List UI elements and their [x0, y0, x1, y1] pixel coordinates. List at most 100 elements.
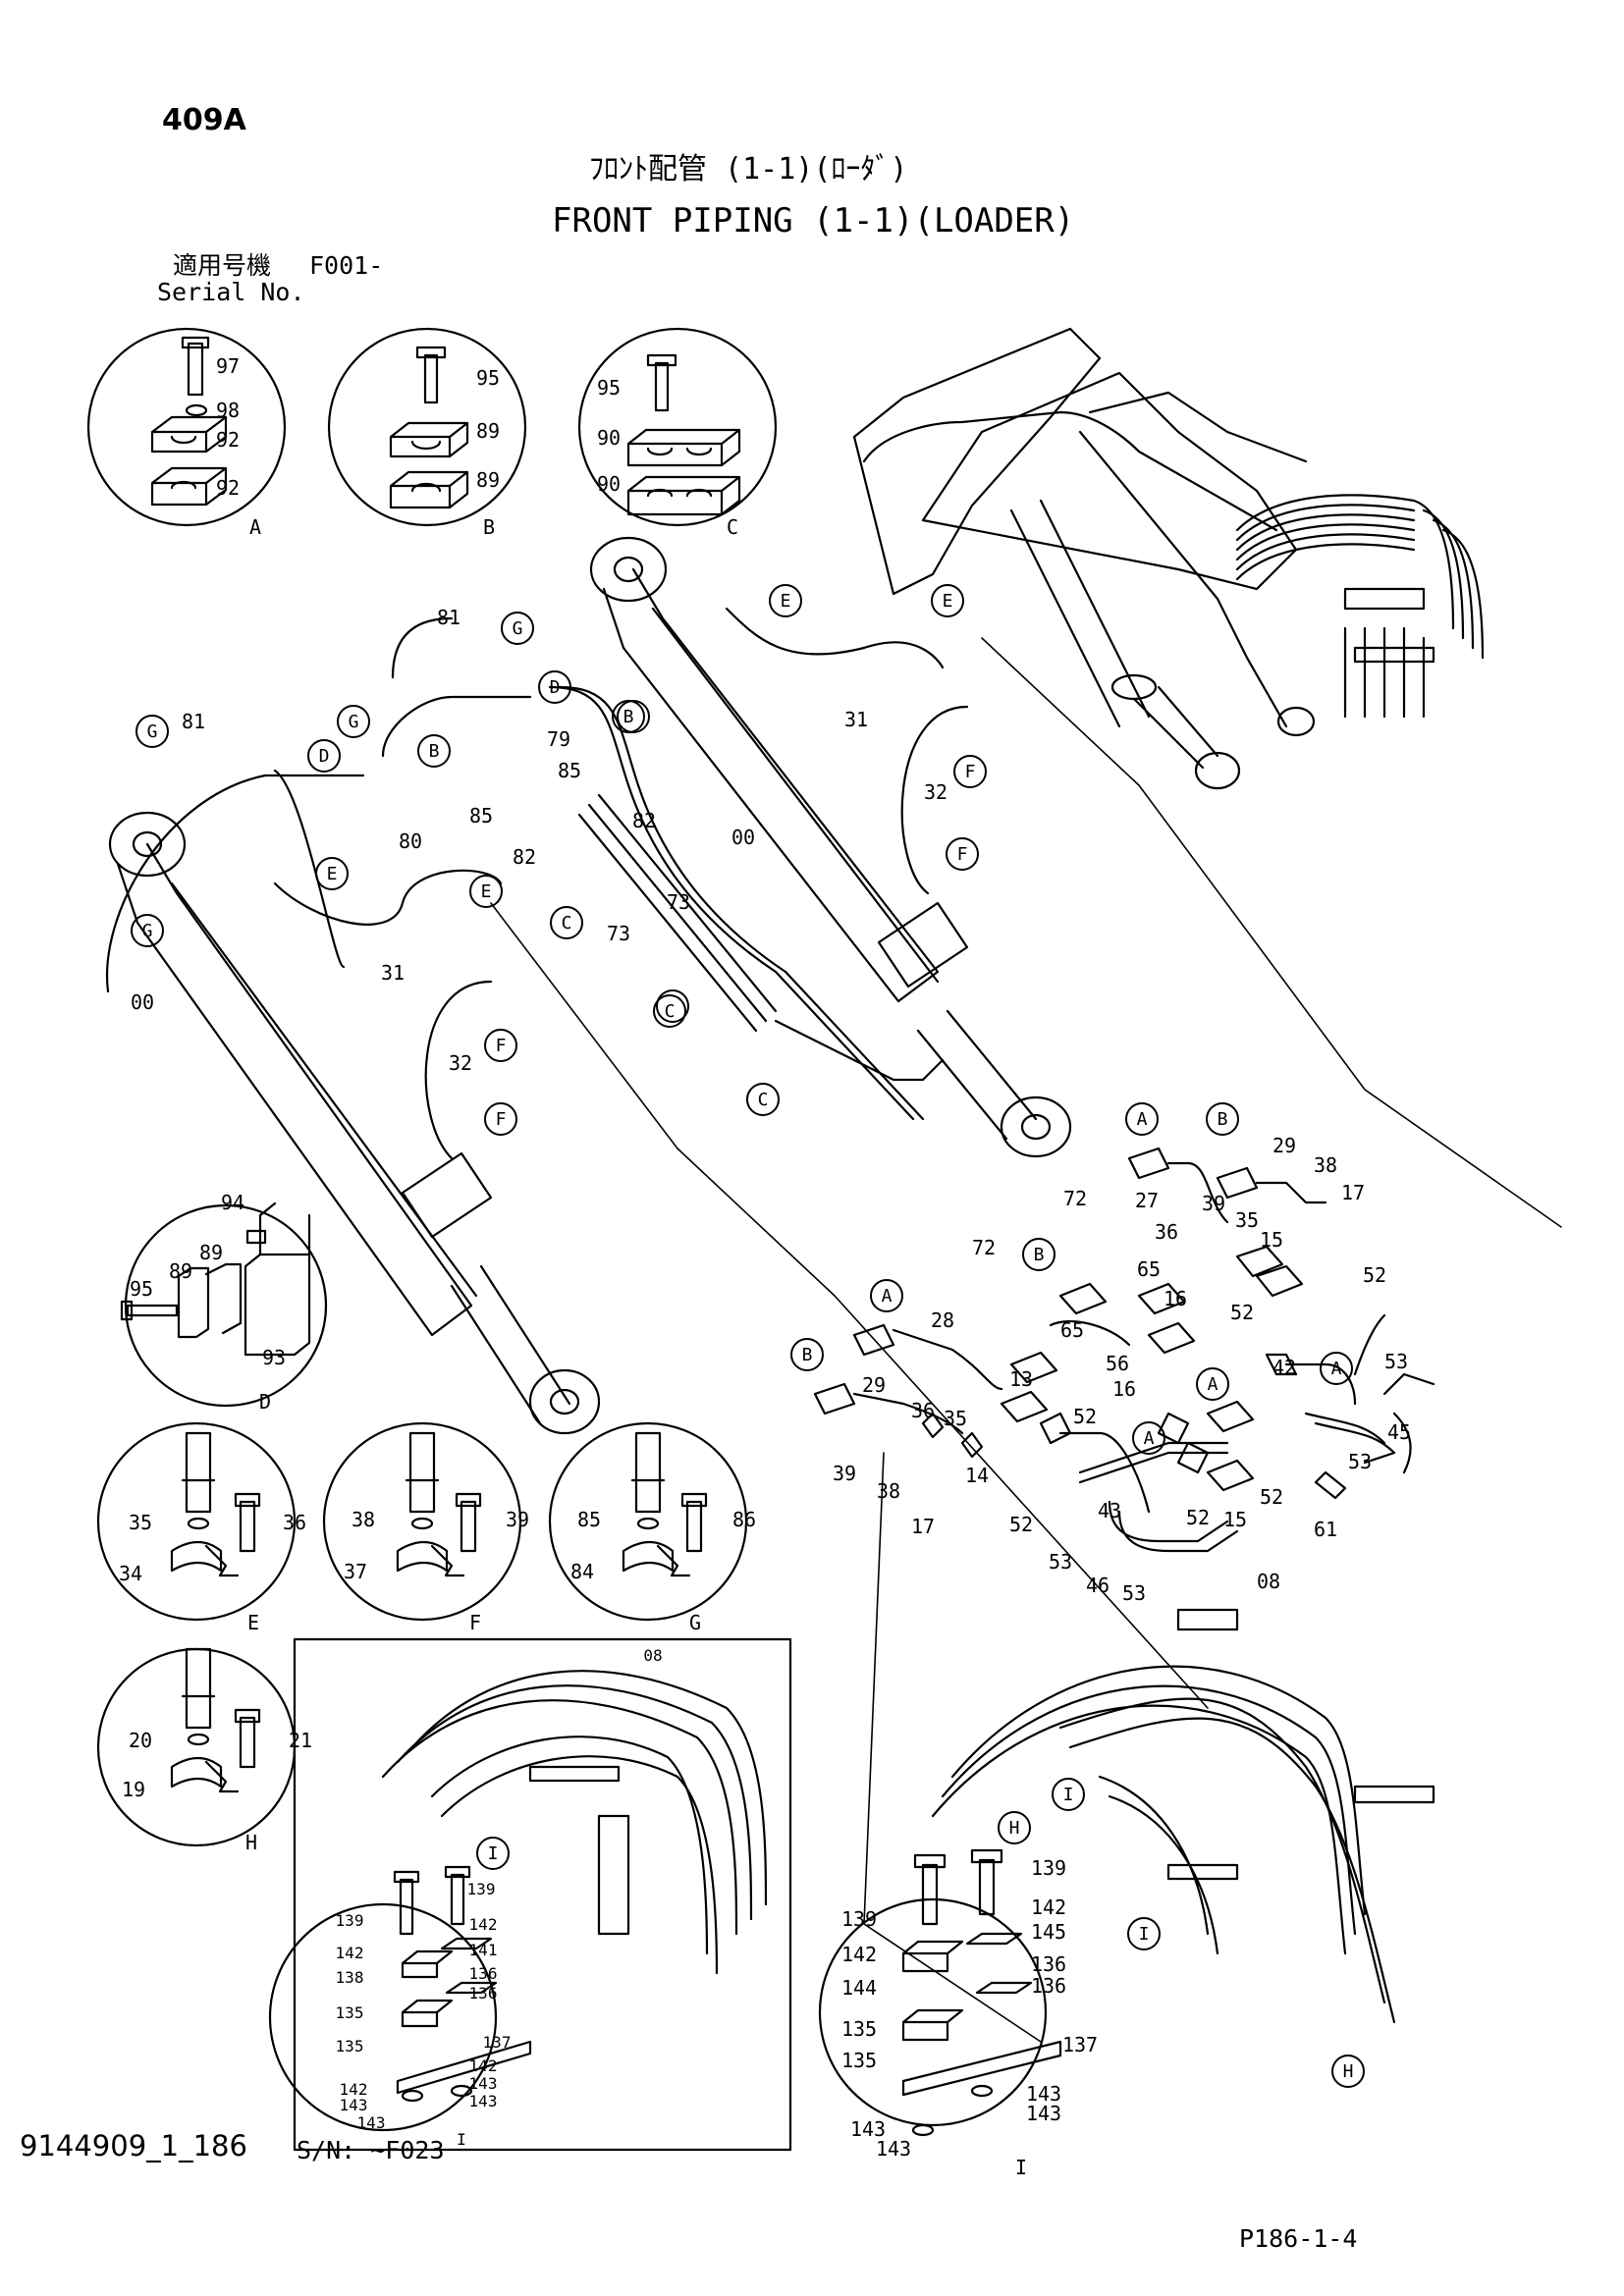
- part-72-b: 65: [1060, 1318, 1084, 1342]
- label-142a: 142: [469, 1915, 498, 1934]
- part-81: 80: [399, 829, 422, 853]
- label-143c: 143: [469, 2092, 498, 2110]
- part-08-a: 08: [1257, 1570, 1280, 1593]
- label-89b: 89: [476, 468, 500, 492]
- label-145: 145: [1031, 1920, 1066, 1944]
- detail-letter-B: B: [483, 515, 495, 539]
- callout-I-1: I: [1063, 1785, 1074, 1805]
- detail-letter-I-left: I: [457, 2130, 466, 2149]
- part-45: 45: [1387, 1420, 1411, 1444]
- part-46: 46: [1086, 1574, 1110, 1597]
- callout-B-1: B: [429, 741, 440, 762]
- part-79-b: 73: [607, 922, 630, 945]
- detail-letter-I-right: I: [1015, 2156, 1027, 2179]
- label-38f: 38: [352, 1508, 375, 1531]
- label-135a: 135: [336, 2003, 364, 2022]
- center-cylinder: [589, 536, 1072, 1158]
- detail-letter-H: H: [245, 1831, 257, 1854]
- left-cylinder: [108, 811, 601, 1435]
- callout-F-4: F: [957, 844, 968, 865]
- label-142c: 142: [469, 2056, 498, 2075]
- label-93: 93: [262, 1346, 286, 1369]
- part-72-a: 65: [1137, 1257, 1161, 1281]
- detail-view-C: [577, 327, 778, 527]
- part-15-a: 15: [1260, 1228, 1283, 1252]
- callout-G-1: G: [147, 721, 158, 742]
- title-japanese: ﾌﾛﾝﾄ配管 (1-1)(ﾛｰﾀﾞ): [589, 152, 908, 187]
- hose-bundle-left: [293, 1637, 792, 2152]
- callout-B-4: B: [1034, 1245, 1045, 1265]
- label-139b: 139: [336, 1911, 364, 1930]
- label-85g: 85: [577, 1508, 601, 1531]
- part-82-b: 81: [182, 710, 205, 733]
- detail-view-A: [86, 327, 287, 527]
- detail-view-G: [548, 1421, 748, 1622]
- label-97: 97: [216, 354, 240, 378]
- hose-bundle-right: [931, 1608, 1435, 2024]
- label-19: 19: [122, 1778, 145, 1801]
- callout-H-2: H: [1343, 2061, 1354, 2082]
- label-89: 89: [476, 419, 500, 443]
- callout-A-4: A: [1331, 1359, 1342, 1379]
- part-82-a: 81: [437, 606, 460, 629]
- part-38-a: 38: [1314, 1153, 1337, 1177]
- callout-bubbles: [131, 584, 1365, 2088]
- part-38-b: 38: [877, 1479, 900, 1503]
- part-32-a: 32: [924, 780, 947, 804]
- part-86-b: 85: [469, 804, 493, 828]
- detail-view-B: [327, 327, 527, 527]
- part-39-b: 39: [833, 1462, 856, 1485]
- label-84: 84: [570, 1560, 594, 1583]
- label-90b: 90: [597, 472, 621, 496]
- callout-H-1: H: [1009, 1818, 1020, 1839]
- part-13: 13: [1009, 1367, 1033, 1391]
- detail-letter-E: E: [247, 1611, 259, 1634]
- part-53-d: 53: [1122, 1581, 1146, 1605]
- callout-A-3: A: [1208, 1374, 1218, 1395]
- part-14: 14: [965, 1464, 989, 1487]
- label-138: 138: [336, 1968, 364, 1987]
- detail-view-I-right: [818, 1848, 1062, 2137]
- serial-label-english: Serial No.: [157, 278, 305, 306]
- label-143a: 143: [469, 2074, 498, 2093]
- part-29-b: 29: [862, 1373, 886, 1397]
- callout-B-3: B: [1218, 1109, 1228, 1130]
- part-31-b: 31: [381, 961, 405, 985]
- detail-view-E: [96, 1421, 297, 1622]
- part-52-f: 52: [1260, 1485, 1283, 1509]
- label-92b: 92: [216, 476, 240, 500]
- label-143g: 143: [850, 2117, 886, 2141]
- label-139a: 139: [467, 1880, 496, 1898]
- part-56: 56: [1106, 1352, 1129, 1375]
- label-142e: 142: [1031, 1896, 1066, 1919]
- part-08-b: 08: [643, 1646, 662, 1665]
- part-00-a: 00: [731, 826, 755, 849]
- label-95: 95: [476, 366, 500, 390]
- detail-letter-A: A: [249, 515, 261, 539]
- part-52-d: 52: [1009, 1513, 1033, 1536]
- part-32-b: 32: [449, 1051, 472, 1075]
- callout-B-2: B: [623, 707, 634, 727]
- page-code: 409A: [162, 103, 246, 137]
- diagram-labels: 97 98 92 92 A 95 89 89 B 95 90 90 C 94 9…: [119, 354, 1411, 2179]
- callout-G-2: G: [349, 712, 359, 732]
- label-21: 21: [289, 1729, 312, 1752]
- part-43: 43: [1098, 1499, 1121, 1522]
- callout-B-5: B: [802, 1345, 813, 1365]
- part-52-b: 52: [1230, 1301, 1254, 1324]
- part-52-a: 52: [1363, 1263, 1386, 1287]
- label-20: 20: [129, 1729, 152, 1752]
- part-36-a: 36: [1155, 1220, 1178, 1244]
- label-98: 98: [216, 399, 240, 422]
- part-73-b: 72: [972, 1236, 996, 1259]
- part-27: 27: [1135, 1189, 1159, 1212]
- part-00-b: 00: [131, 990, 154, 1014]
- label-139c: 139: [1031, 1856, 1066, 1880]
- label-95c: 95: [597, 376, 621, 400]
- detail-letter-G: G: [689, 1611, 701, 1634]
- serial-value: F001-: [309, 251, 384, 280]
- callout-E-4: E: [943, 591, 953, 612]
- callout-D-1: D: [319, 746, 330, 767]
- label-92: 92: [216, 428, 240, 452]
